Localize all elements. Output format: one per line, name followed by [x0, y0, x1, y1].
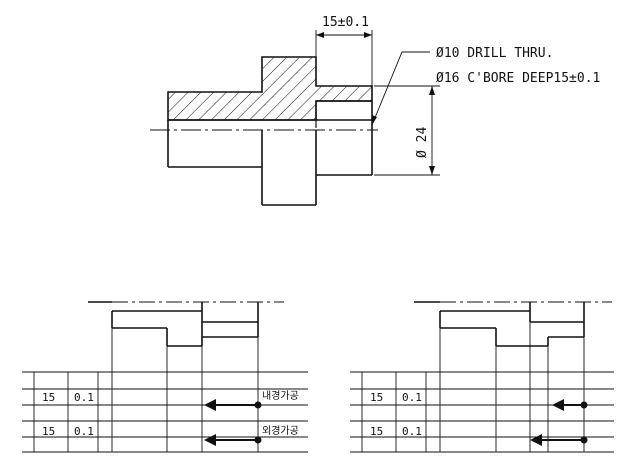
left-row2-arrow: [204, 434, 216, 446]
dimension-diameter-label: Ø 24: [415, 127, 430, 158]
left-row2-col1: 15: [42, 425, 55, 438]
left-row2-dot: [254, 436, 262, 444]
right-row2-col1: 15: [370, 425, 383, 438]
left-row2-col2: 0.1: [74, 425, 94, 438]
counterbore-note: Ø16 C'BORE DEEP15±0.1: [436, 71, 600, 86]
right-row1-col1: 15: [370, 391, 383, 404]
section-hatch: [167, 56, 373, 121]
left-process-chart: 15 0.1 내경가공 15 0.1 외경가공: [22, 301, 308, 453]
left-row2-label: 외경가공: [262, 424, 299, 437]
drill-note: Ø10 DRILL THRU.: [436, 46, 553, 61]
left-row1-label: 내경가공: [262, 389, 299, 402]
right-process-chart: 15 0.1 15 0.1: [350, 301, 614, 453]
right-row1-dot: [580, 401, 588, 409]
dimension-width-label: 15±0.1: [322, 15, 369, 30]
left-row1-col2: 0.1: [74, 391, 94, 404]
left-row1-arrow: [204, 399, 216, 411]
right-row1-arrow: [552, 399, 564, 411]
right-row1-col2: 0.1: [402, 391, 422, 404]
right-row2-col2: 0.1: [402, 425, 422, 438]
part-section-view: 15±0.1 Ø10 DRILL THRU. Ø16 C'BORE DEEP15…: [150, 15, 600, 206]
right-row2-arrow: [530, 434, 542, 446]
left-row1-dot: [254, 401, 262, 409]
left-row1-col1: 15: [42, 391, 55, 404]
right-row2-dot: [580, 436, 588, 444]
